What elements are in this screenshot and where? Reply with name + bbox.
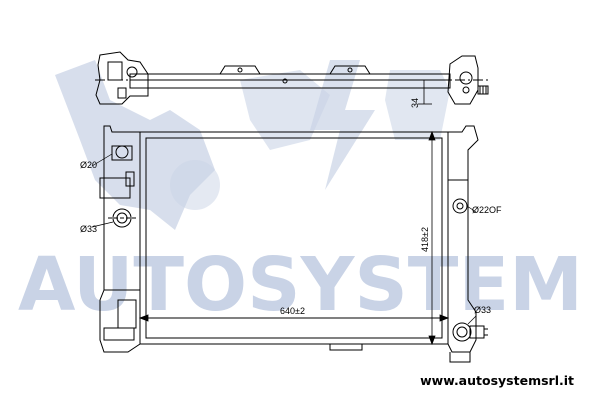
outlet-right-leader bbox=[467, 315, 477, 325]
outlet-right-diameter-label: Ø33 bbox=[474, 305, 491, 315]
fitting-right-leader bbox=[466, 205, 477, 213]
bracket-offset-dimension bbox=[418, 79, 432, 105]
fitting-right-label: Ø22OF bbox=[472, 205, 502, 215]
bracket-offset-label: 34 bbox=[410, 98, 420, 108]
height-label: 418±2 bbox=[420, 227, 430, 252]
outlet-left-leader bbox=[91, 221, 114, 228]
inlet-diameter-label: Ø20 bbox=[80, 160, 97, 170]
watermark-text: AUTOSYSTEM bbox=[18, 242, 583, 328]
website-url: www.autosystemsrl.it bbox=[420, 373, 574, 388]
outlet-left-diameter-label: Ø33 bbox=[80, 224, 97, 234]
watermark-logo bbox=[55, 60, 450, 230]
width-label: 640±2 bbox=[280, 306, 305, 316]
inlet-leader bbox=[91, 153, 113, 167]
left-tank bbox=[99, 125, 141, 353]
height-dimension bbox=[428, 130, 436, 346]
width-dimension bbox=[138, 314, 450, 322]
